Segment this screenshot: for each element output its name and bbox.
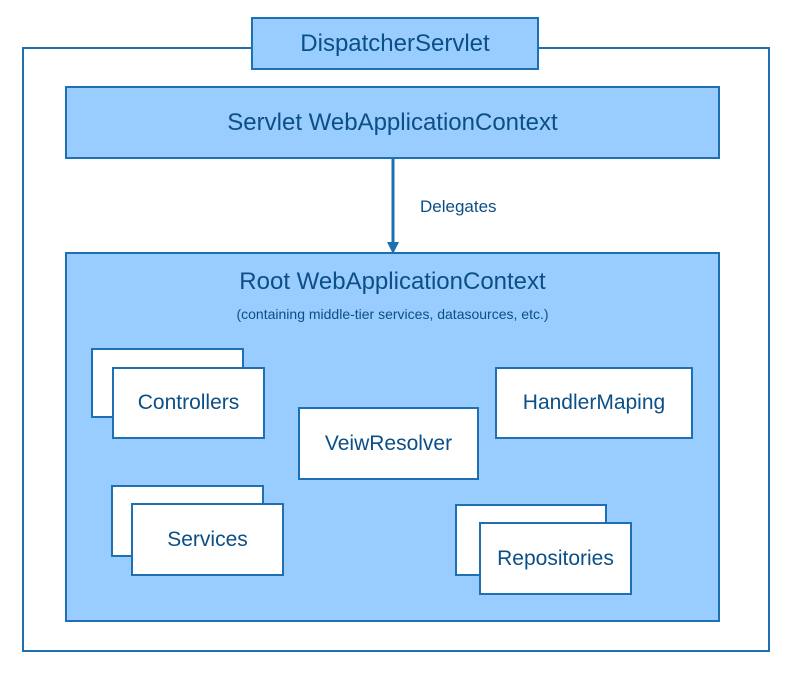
handler-mapping-label: HandlerMaping bbox=[522, 391, 666, 414]
dispatcher-servlet-title: DispatcherServlet bbox=[251, 17, 539, 70]
services-label: Services bbox=[167, 527, 248, 551]
controllers-card: Controllers bbox=[112, 367, 265, 439]
root-context-title: Root WebApplicationContext bbox=[239, 268, 546, 295]
repositories-label: Repositories bbox=[497, 546, 614, 570]
services-card: Services bbox=[131, 503, 284, 576]
root-context-subtitle: (containing middle-tier services, dataso… bbox=[236, 306, 549, 322]
view-resolver-label: VeiwResolver bbox=[324, 431, 453, 455]
delegates-label: Delegates bbox=[420, 197, 497, 216]
servlet-context-label: Servlet WebApplicationContext bbox=[227, 108, 558, 136]
controllers-label: Controllers bbox=[137, 391, 240, 414]
delegates-arrow bbox=[387, 158, 399, 254]
handler-mapping-card: HandlerMaping bbox=[495, 367, 693, 439]
view-resolver-card: VeiwResolver bbox=[298, 407, 479, 480]
dispatcher-servlet-label: DispatcherServlet bbox=[300, 29, 490, 57]
repositories-card: Repositories bbox=[479, 522, 632, 595]
servlet-context-box: Servlet WebApplicationContext bbox=[65, 86, 720, 159]
